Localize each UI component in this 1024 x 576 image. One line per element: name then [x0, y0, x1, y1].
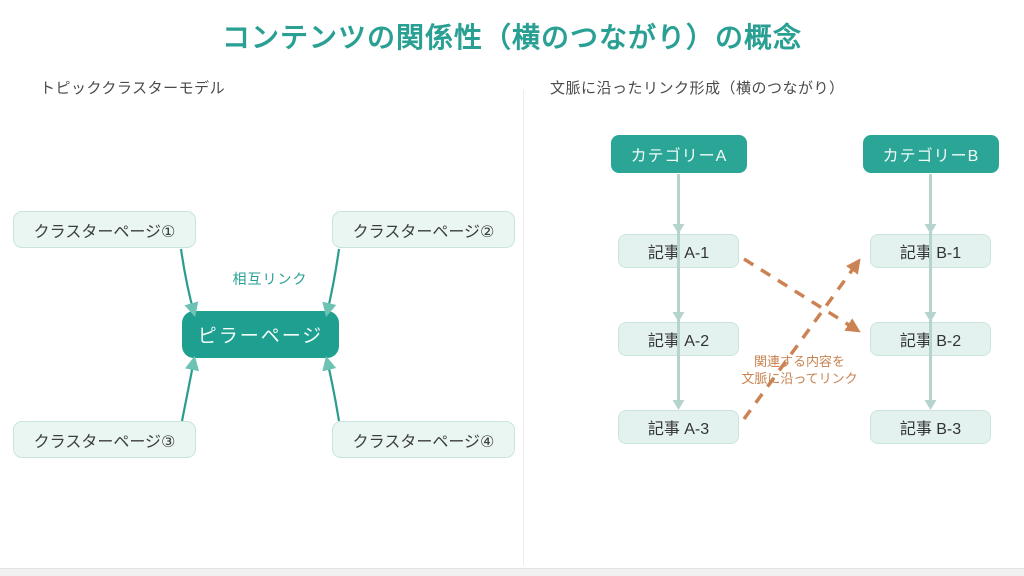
pillar-page-label: ピラーページ [197, 326, 324, 347]
article-b1-box: 記事 B-1 [870, 234, 991, 268]
page-title: コンテンツの関係性（横のつながり）の概念 [221, 22, 802, 53]
cluster-page-3-box: クラスターページ③ [13, 421, 196, 458]
category-a-box: カテゴリーA [611, 135, 747, 173]
category-b-box: カテゴリーB [863, 135, 999, 173]
article-a2-label: 記事 A-2 [647, 333, 710, 350]
article-a3-label: 記事 A-3 [647, 421, 710, 438]
article-a2-box: 記事 A-2 [618, 322, 739, 356]
contextual-link-note: 関連する内容を 文脈に沿ってリンク [722, 353, 877, 387]
cluster-page-1-label: クラスターページ① [33, 223, 176, 241]
column-a-arrow-2 [672, 312, 685, 322]
cluster-page-3-label: クラスターページ③ [33, 433, 176, 451]
bottom-strip [0, 568, 1024, 576]
article-b3-box: 記事 B-3 [870, 410, 991, 444]
pillar-page-box: ピラーページ [182, 311, 339, 358]
mutual-link-label: 相互リンク [232, 271, 308, 287]
article-b1-label: 記事 B-1 [899, 245, 962, 262]
article-b2-label: 記事 B-2 [899, 333, 962, 350]
column-a-arrow-1 [672, 224, 685, 234]
right-section-heading: 文脈に沿ったリンク形成（横のつながり） [550, 80, 845, 97]
connector-cluster3-pillar [180, 355, 200, 422]
connector-cluster4-pillar [322, 355, 341, 422]
article-b3-label: 記事 B-3 [899, 421, 962, 438]
column-b-arrow-1 [924, 224, 937, 234]
article-a1-label: 記事 A-1 [647, 245, 710, 262]
category-b-label: カテゴリーB [882, 148, 980, 165]
vertical-divider [523, 90, 524, 565]
column-b-arrow-3 [924, 400, 937, 410]
column-b-arrow-2 [924, 312, 937, 322]
contextual-link-note-line1: 関連する内容を [753, 354, 845, 369]
cluster-page-4-box: クラスターページ④ [332, 421, 515, 458]
article-a3-box: 記事 A-3 [618, 410, 739, 444]
contextual-link-note-line2: 文脈に沿ってリンク [741, 371, 858, 386]
contextual-link-a1-b2 [743, 257, 861, 333]
cluster-page-1-box: クラスターページ① [13, 211, 196, 248]
left-section-heading: トピッククラスターモデル [40, 80, 226, 97]
connector-cluster1-pillar [179, 248, 199, 318]
category-a-label: カテゴリーA [630, 148, 728, 165]
article-a1-box: 記事 A-1 [618, 234, 739, 268]
cluster-page-2-label: クラスターページ② [352, 223, 495, 241]
cluster-page-4-label: クラスターページ④ [352, 433, 495, 451]
article-b2-box: 記事 B-2 [870, 322, 991, 356]
cluster-page-2-box: クラスターページ② [332, 211, 515, 248]
contextual-link-a3-b1 [742, 258, 861, 421]
column-a-arrow-3 [672, 400, 685, 410]
